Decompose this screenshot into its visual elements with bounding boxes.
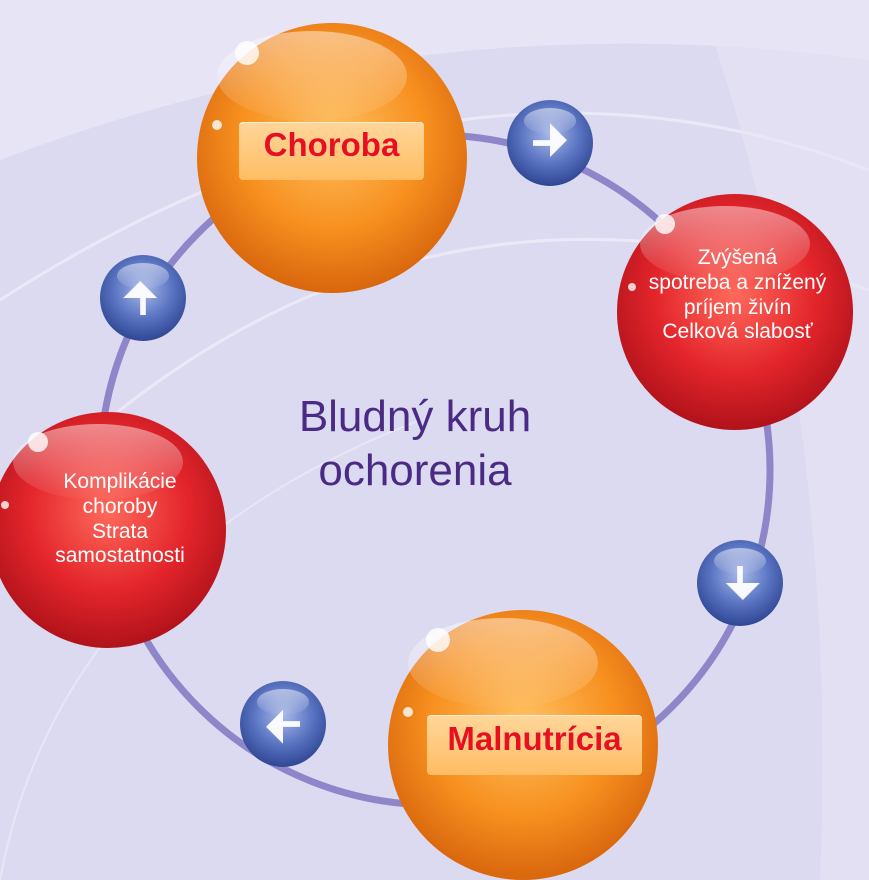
komplikacie-line-1: Komplikácie	[63, 470, 177, 493]
choroba-text: Choroba	[263, 126, 400, 163]
node-choroba-label: Choroba	[239, 126, 424, 165]
arrow-spotreba-to-malnutricia	[697, 540, 783, 626]
arrow-komplikacie-to-choroba	[100, 255, 186, 341]
node-malnutricia-label: Malnutrícia	[427, 720, 642, 759]
node-komplikacie-label: Komplikácie choroby Strata samostatnosti	[20, 470, 220, 569]
spotreba-line-4: Celková slabosť	[662, 320, 813, 344]
arrow-malnutricia-to-komplikacie	[240, 681, 326, 767]
diagram-title: Bludný kruh ochorenia	[250, 390, 580, 497]
komplikacie-line-3: Strata	[91, 519, 149, 543]
komplikacie-line-4: samostatnosti	[55, 544, 185, 568]
malnutricia-text: Malnutrícia	[447, 720, 622, 757]
node-spotreba-bubble	[617, 194, 853, 430]
spotreba-line-2: spotreba a znížený	[648, 270, 827, 294]
node-choroba-bubble	[197, 23, 467, 293]
title-line-1: Bludný kruh	[298, 392, 532, 441]
node-spotreba-label: Zvýšená spotreba a znížený príjem živín …	[625, 246, 850, 345]
title-line-2: ochorenia	[318, 445, 512, 495]
malnutricia-label-plaque	[427, 715, 642, 775]
choroba-label-plaque	[239, 122, 424, 180]
spotreba-line-1: Zvýšená	[697, 246, 778, 269]
node-komplikacie-bubble	[0, 412, 226, 648]
arrow-choroba-to-spotreba	[507, 100, 593, 186]
komplikacie-line-2: choroby	[82, 494, 158, 518]
spotreba-line-3: príjem živín	[683, 295, 792, 319]
